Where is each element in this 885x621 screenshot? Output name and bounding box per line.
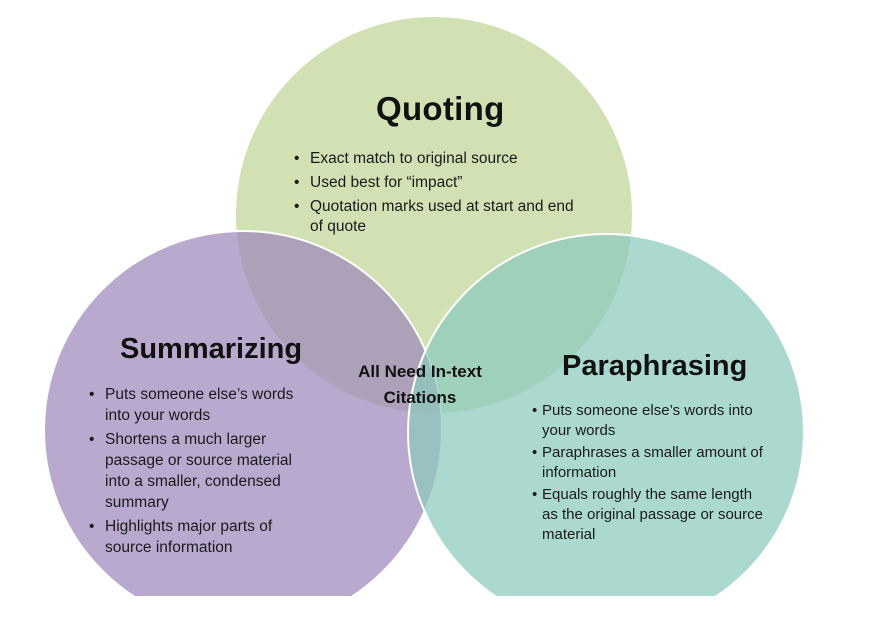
paraphrasing-point: Paraphrases a smaller amount of informat…: [532, 443, 772, 483]
bottom-crop: [0, 596, 885, 621]
center-label-line: All Need In-text: [358, 362, 482, 381]
quoting-point: Quotation marks used at start and end of…: [294, 197, 584, 237]
center-label: All Need In-text Citations: [340, 359, 500, 411]
center-label-line: Citations: [383, 388, 457, 407]
summarizing-point: Puts someone else’s words into your word…: [89, 384, 319, 426]
summarizing-title: Summarizing: [120, 333, 303, 365]
paraphrasing-point: Puts someone else’s words into your word…: [532, 401, 772, 441]
quoting-point: Used best for “impact”: [294, 173, 584, 193]
paraphrasing-point: Equals roughly the same length as the or…: [532, 485, 772, 545]
quoting-list: Exact match to original source Used best…: [294, 149, 584, 241]
quoting-title: Quoting: [376, 90, 505, 127]
quoting-point: Exact match to original source: [294, 149, 584, 169]
summarizing-point: Highlights major parts of source informa…: [89, 516, 319, 558]
paraphrasing-title: Paraphrasing: [562, 350, 748, 382]
paraphrasing-list: Puts someone else’s words into your word…: [532, 401, 772, 547]
summarizing-point: Shortens a much larger passage or source…: [89, 429, 319, 513]
summarizing-list: Puts someone else’s words into your word…: [89, 384, 319, 561]
